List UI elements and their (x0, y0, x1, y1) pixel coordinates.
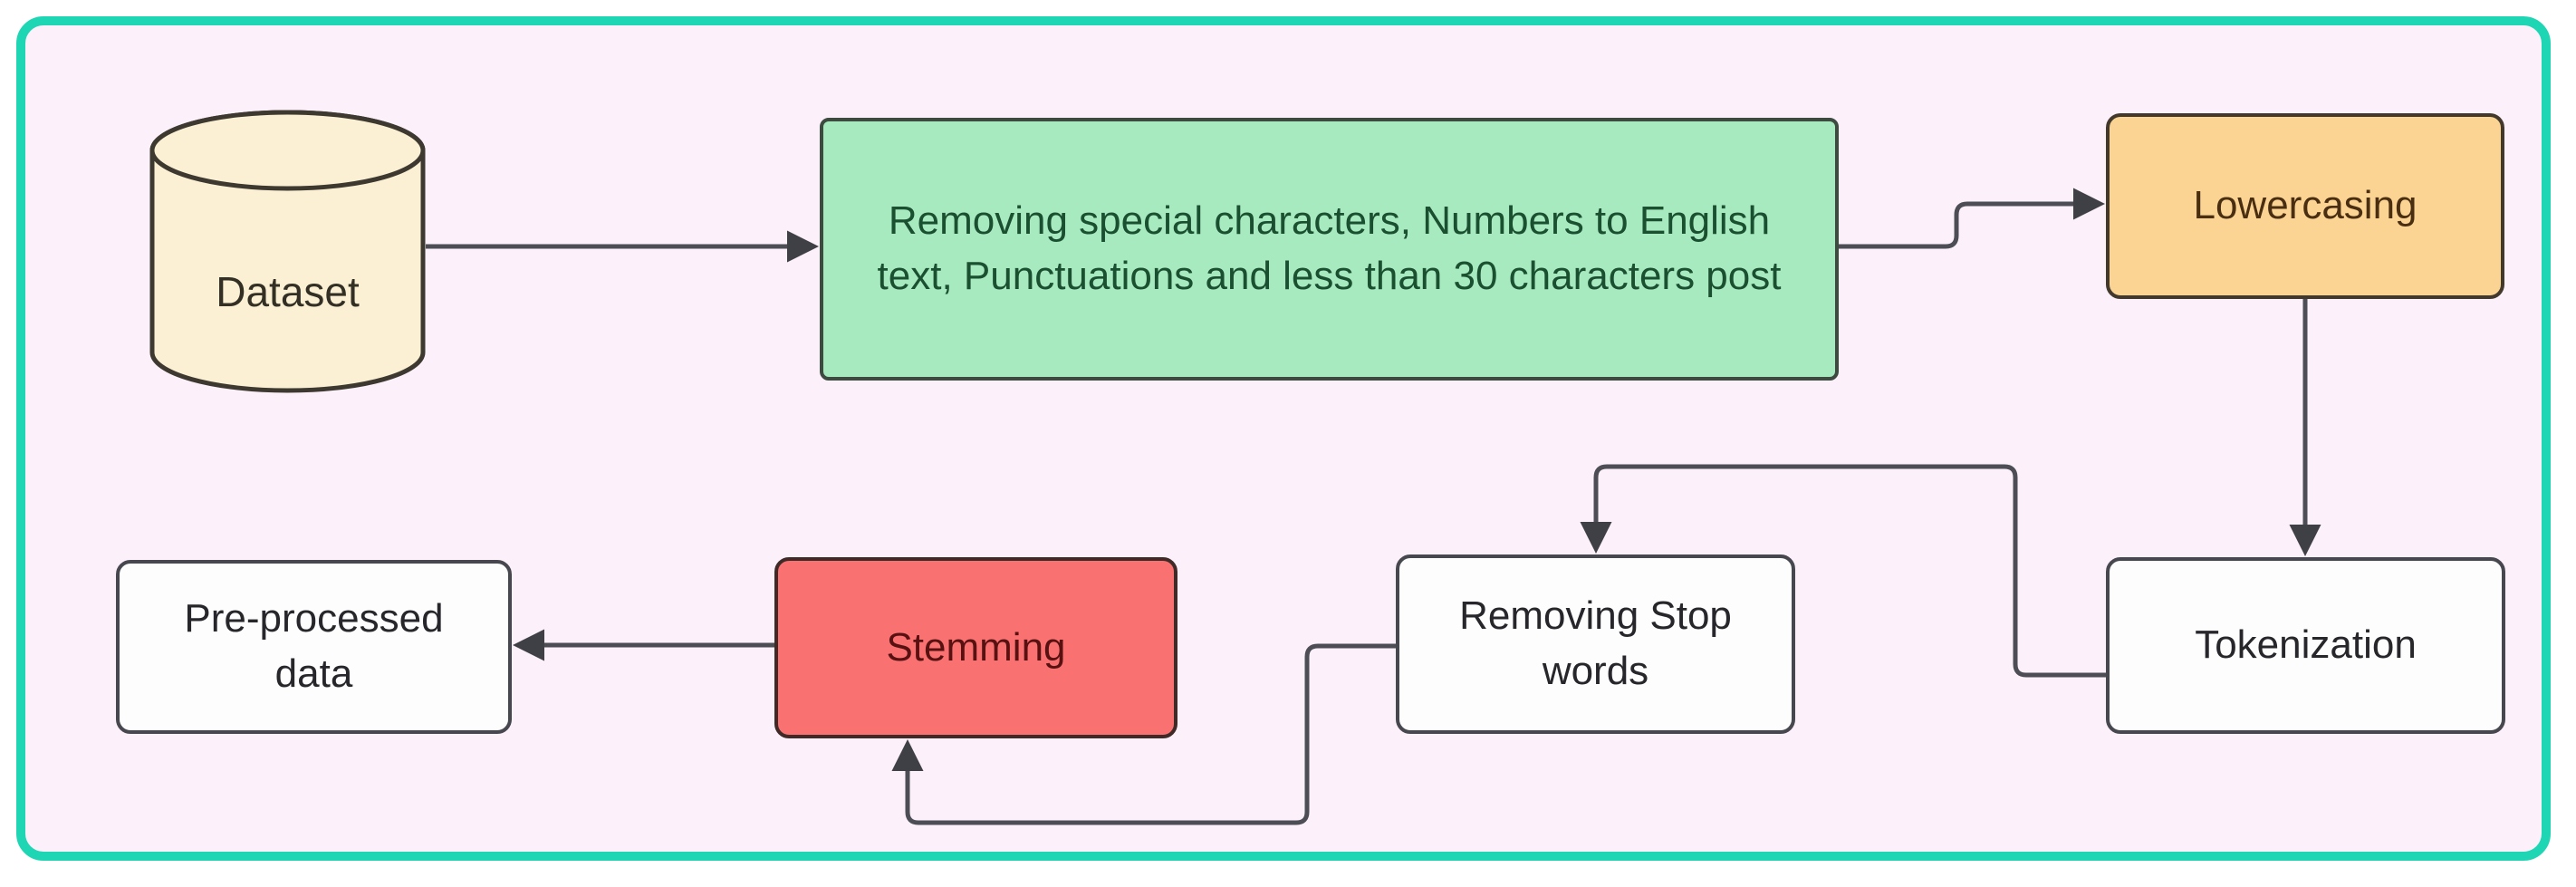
node-preprocessed: Pre-processed data (116, 560, 512, 734)
node-lowercasing: Lowercasing (2106, 113, 2504, 299)
node-dataset-label: Dataset (216, 267, 360, 315)
node-stemming-label: Stemming (886, 624, 1066, 670)
node-stopwords-label: Removing Stop words (1459, 593, 1732, 693)
node-preprocessed-label: Pre-processed data (184, 596, 444, 696)
node-lowercasing-label: Lowercasing (2193, 183, 2417, 228)
node-cleaning: Removing special characters, Numbers to … (820, 118, 1839, 381)
node-tokenization: Tokenization (2106, 557, 2505, 734)
node-stopwords: Removing Stop words (1396, 554, 1795, 734)
node-cleaning-label: Removing special characters, Numbers to … (877, 198, 1782, 298)
cylinder-shape (149, 110, 426, 393)
node-dataset: Dataset (149, 109, 426, 394)
node-tokenization-label: Tokenization (2195, 622, 2417, 668)
node-stemming: Stemming (774, 557, 1177, 738)
